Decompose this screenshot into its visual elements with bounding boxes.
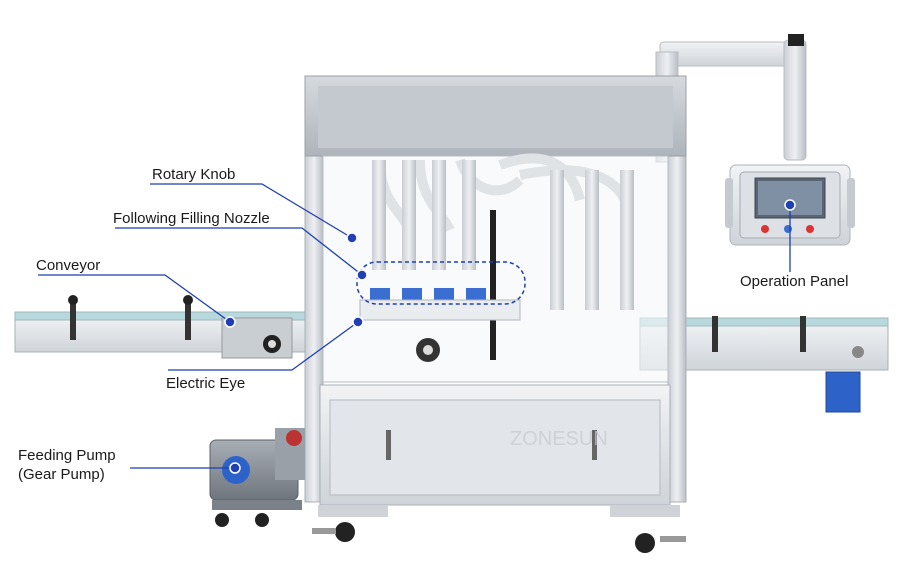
feeding-pump (209, 428, 305, 527)
leader-rotary-knob (150, 183, 353, 239)
label-rotary-knob: Rotary Knob (152, 166, 236, 183)
label-conveyor: Conveyor (36, 257, 101, 274)
leader-following-nozzle (115, 227, 363, 276)
leader-electric-eye (168, 321, 359, 371)
lower-cabinet (312, 338, 686, 553)
left-conveyor (14, 295, 316, 359)
leader-conveyor (38, 274, 231, 323)
label-electric-eye: Electric Eye (166, 375, 246, 392)
marker-dots (224, 199, 796, 474)
leader-lines (38, 183, 791, 469)
watermark: ZONESUN (510, 428, 608, 450)
label-feeding-pump: Feeding Pump (18, 447, 116, 464)
label-gear-pump: (Gear Pump) (18, 466, 105, 483)
nozzle-highlight (356, 261, 526, 305)
label-operation-panel: Operation Panel (740, 273, 849, 290)
bottle-caps (359, 288, 521, 321)
label-following-filling-nozzle: Following Filling Nozzle (113, 210, 270, 227)
filling-tubes (372, 153, 634, 360)
